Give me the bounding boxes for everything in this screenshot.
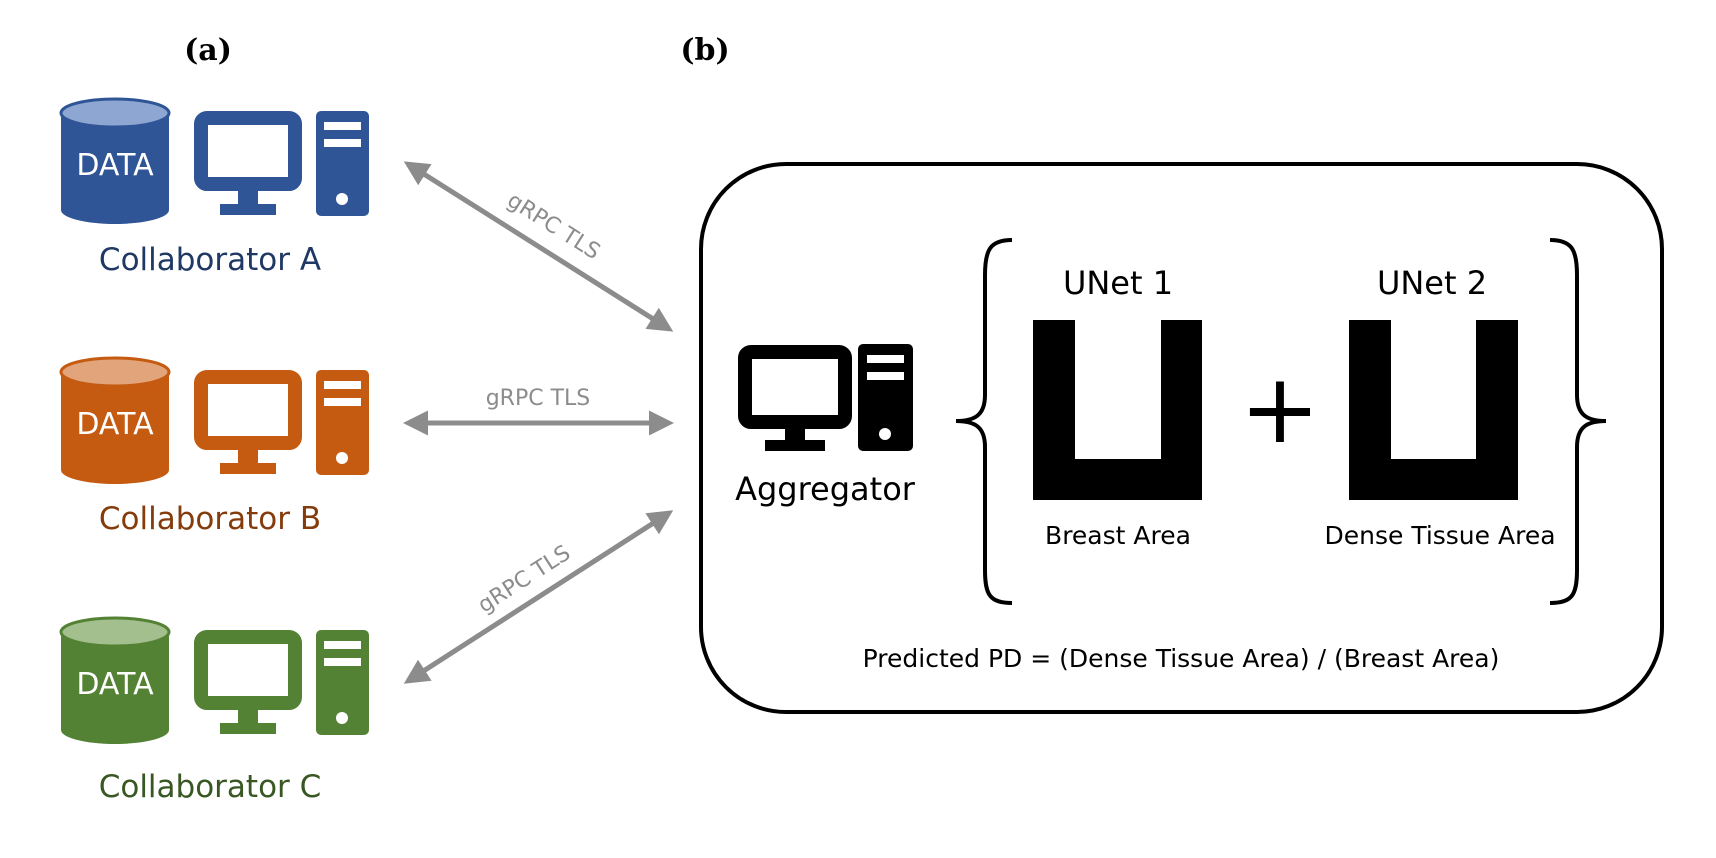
database-label: DATA — [76, 148, 154, 183]
collaborator-name: Collaborator C — [99, 769, 322, 805]
panel-b-label: (b) — [680, 33, 729, 68]
database-label: DATA — [76, 407, 154, 442]
bidirectional-arrow — [403, 510, 674, 684]
database-icon: DATA — [59, 356, 171, 484]
database-label: DATA — [76, 667, 154, 702]
collaborator-name: Collaborator A — [99, 242, 321, 278]
aggregator-panel: Aggregator UNet 1 Breast Area + UNet 2 D… — [699, 162, 1664, 714]
collaborator-c: DATA Collaborator C — [59, 616, 369, 805]
computer-icon — [194, 370, 369, 475]
bidirectional-arrow — [403, 161, 674, 332]
unet-1-caption: Breast Area — [1045, 521, 1191, 550]
panel-a-label: (a) — [184, 33, 232, 68]
unet-1: UNet 1 Breast Area — [1033, 264, 1202, 550]
link-b: gRPC TLS — [403, 386, 674, 436]
unet-1-title: UNet 1 — [1063, 264, 1173, 302]
computer-icon — [194, 630, 369, 735]
collaborator-a: DATA Collaborator A — [59, 97, 369, 278]
collaborator-name: Collaborator B — [99, 501, 321, 537]
unet-1-shape — [1033, 320, 1202, 500]
left-curly-brace — [955, 238, 1013, 605]
aggregator-box — [699, 162, 1664, 714]
database-icon: DATA — [59, 97, 171, 224]
plus-sign: + — [1240, 353, 1320, 465]
formula-text: Predicted PD = (Dense Tissue Area) / (Br… — [863, 644, 1500, 673]
unet-2-shape — [1349, 320, 1518, 500]
aggregator-label: Aggregator — [735, 470, 916, 508]
link-a: gRPC TLS — [403, 161, 674, 332]
right-curly-brace — [1549, 238, 1607, 605]
unet-2-title: UNet 2 — [1377, 264, 1487, 302]
collaborator-b: DATA Collaborator B — [59, 356, 369, 537]
database-icon: DATA — [59, 616, 171, 744]
aggregator-computer-icon — [738, 344, 913, 451]
unet-2-caption: Dense Tissue Area — [1324, 521, 1555, 550]
computer-icon — [194, 111, 369, 216]
link-label: gRPC TLS — [486, 386, 591, 411]
unet-2: UNet 2 Dense Tissue Area — [1324, 264, 1555, 550]
link-c: gRPC TLS — [403, 510, 674, 684]
